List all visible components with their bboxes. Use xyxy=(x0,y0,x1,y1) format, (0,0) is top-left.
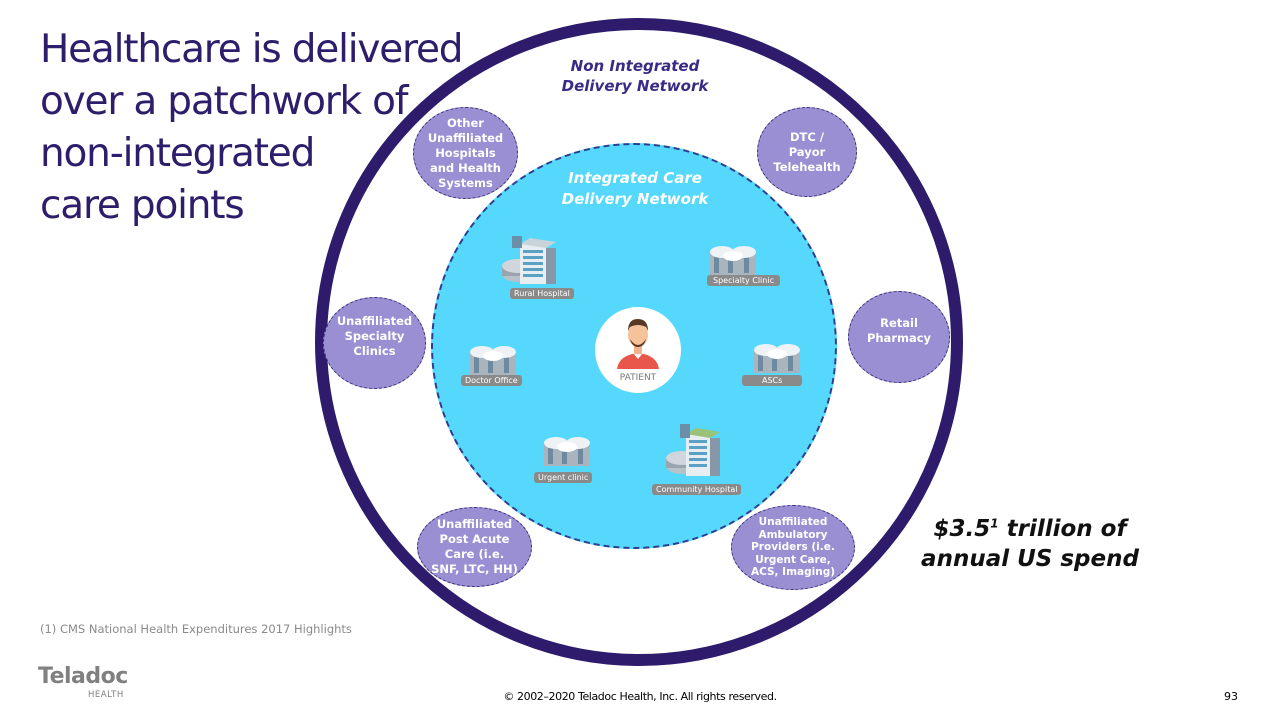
clinic-building-icon xyxy=(710,246,756,275)
label-line: Ambulatory xyxy=(758,528,828,541)
label-line: Urgent Care, xyxy=(755,553,831,566)
label-line: Delivery Network xyxy=(561,77,709,95)
label-line: Post Acute xyxy=(439,532,510,546)
label-line: Hospitals xyxy=(435,145,496,160)
doctor-office: Doctor Office xyxy=(461,343,522,386)
care-point-dtc-telehealth: DTC / Payor Telehealth xyxy=(757,107,857,197)
building-label: Community Hospital xyxy=(652,484,742,495)
footnote-marker: 1 xyxy=(990,516,999,531)
label-line: and Health xyxy=(429,160,501,175)
label-line: Non Integrated xyxy=(570,57,700,75)
title-line: Healthcare is delivered xyxy=(40,27,464,72)
label-line: Unaffiliated xyxy=(427,130,504,145)
clinic-building-icon xyxy=(470,346,516,375)
label-line: Delivery Network xyxy=(561,190,709,208)
care-point-other-hospitals: Other Unaffiliated Hospitals and Health … xyxy=(413,107,518,199)
spend-stat: $3.51 trillion of annual US spend xyxy=(905,514,1155,574)
rural-hospital: Rural Hospital xyxy=(500,234,574,299)
building-label: ASCs xyxy=(742,375,803,386)
teladoc-logo-sub: HEALTH xyxy=(88,690,124,700)
patient-label: PATIENT xyxy=(619,373,657,383)
footnote: (1) CMS National Health Expenditures 201… xyxy=(40,622,352,636)
title-line: over a patchwork of xyxy=(40,79,409,124)
slide-title: Healthcare is delivered over a patchwork… xyxy=(40,24,480,232)
title-line: care points xyxy=(40,183,245,228)
spend-value: $3.5 xyxy=(933,516,991,542)
care-point-ambulatory-providers: Unaffiliated Ambulatory Providers (i.e. … xyxy=(731,505,855,590)
label-line: Retail xyxy=(880,316,918,330)
building-label: Specialty Clinic xyxy=(707,275,780,286)
label-line: Unaffiliated xyxy=(436,517,513,531)
urgent-clinic: Urgent clinic xyxy=(534,434,593,483)
label-line: Care (i.e. xyxy=(444,547,505,561)
copyright: © 2002–2020 Teladoc Health, Inc. All rig… xyxy=(503,690,777,703)
hospital-icon xyxy=(502,236,556,284)
clinic-building-icon xyxy=(754,344,800,373)
teladoc-logo: Teladoc xyxy=(38,664,128,689)
ascs: ASCs xyxy=(742,341,803,386)
label-line: DTC / xyxy=(789,129,825,144)
patient-avatar-icon xyxy=(617,319,659,369)
non-integrated-network-label: Non Integrated Delivery Network xyxy=(520,56,750,96)
building-label: Rural Hospital xyxy=(510,288,574,299)
label-line: Telehealth xyxy=(773,159,841,174)
label-line: SNF, LTC, HH) xyxy=(431,562,518,576)
spend-text: trillion of xyxy=(1006,516,1127,542)
label-line: Unaffiliated xyxy=(336,313,413,328)
label-line: Providers (i.e. xyxy=(751,541,835,554)
label-line: Payor xyxy=(788,144,826,159)
label-line: Integrated Care xyxy=(568,169,702,187)
label-line: Systems xyxy=(438,175,493,190)
specialty-clinic: Specialty Clinic xyxy=(707,243,780,286)
building-label: Urgent clinic xyxy=(534,472,593,483)
spend-text: annual US spend xyxy=(921,546,1139,572)
integrated-network-label: Integrated Care Delivery Network xyxy=(530,168,740,210)
label-line: Clinics xyxy=(353,343,396,358)
patient-node: PATIENT xyxy=(595,307,681,393)
title-line: non-integrated xyxy=(40,131,315,176)
hospital-icon xyxy=(666,424,720,476)
care-point-post-acute: Unaffiliated Post Acute Care (i.e. SNF, … xyxy=(417,507,532,587)
label-line: Other xyxy=(447,115,484,130)
clinic-building-icon xyxy=(544,437,590,466)
label-line: ACS, Imaging) xyxy=(750,566,836,579)
label-line: Pharmacy xyxy=(866,331,932,345)
care-point-specialty-clinics: Unaffiliated Specialty Clinics xyxy=(323,297,426,389)
building-label: Doctor Office xyxy=(461,375,522,386)
page-number: 93 xyxy=(1224,690,1238,703)
label-line: Specialty xyxy=(344,328,405,343)
label-line: Unaffiliated xyxy=(758,516,828,529)
care-point-retail-pharmacy: Retail Pharmacy xyxy=(848,291,950,383)
community-hospital: Community Hospital xyxy=(652,422,742,495)
